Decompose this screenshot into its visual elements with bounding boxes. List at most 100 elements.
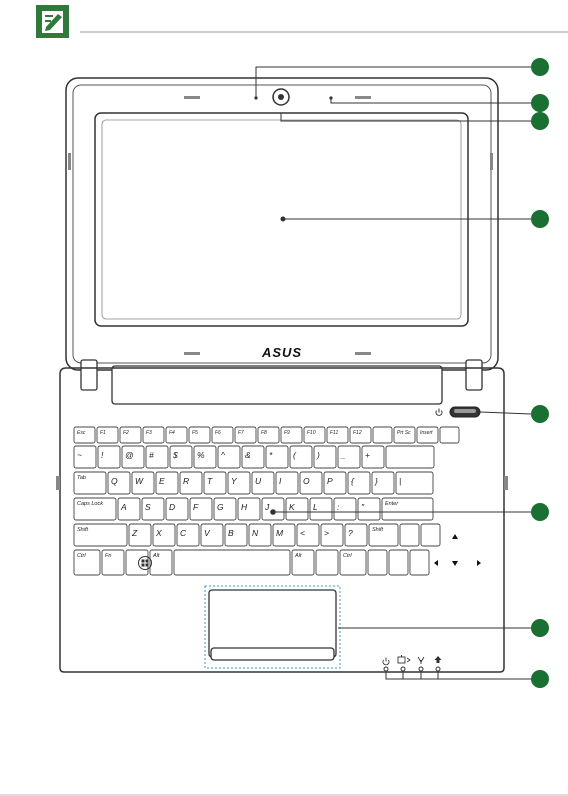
key-blank[interactable]	[368, 550, 387, 575]
key-v[interactable]: V	[201, 524, 223, 546]
key-blank[interactable]: !	[98, 446, 120, 468]
key-blank[interactable]	[126, 550, 148, 575]
key-q[interactable]: Q	[108, 472, 130, 494]
key-x[interactable]: X	[153, 524, 175, 546]
key-label: >	[324, 528, 329, 538]
key-label: H	[241, 502, 248, 512]
key-shift[interactable]: Shift	[74, 524, 127, 546]
key-l[interactable]: L	[310, 498, 332, 520]
key-f3[interactable]: F3	[143, 427, 164, 443]
key-p[interactable]: P	[324, 472, 346, 494]
key-insert[interactable]: Insert	[417, 427, 438, 443]
status-indicators	[383, 655, 441, 671]
key-d[interactable]: D	[166, 498, 188, 520]
key-blank[interactable]	[174, 550, 290, 575]
key-label: B	[228, 528, 234, 538]
key-blank[interactable]: ?	[345, 524, 367, 546]
key-f2[interactable]: F2	[120, 427, 141, 443]
key-label: N	[252, 528, 259, 538]
key-f7[interactable]: F7	[235, 427, 256, 443]
key-i[interactable]: I	[276, 472, 298, 494]
key-blank[interactable]	[400, 524, 419, 546]
key-label: )	[316, 450, 320, 460]
key-blank[interactable]: "	[358, 498, 380, 520]
key-c[interactable]: C	[177, 524, 199, 546]
key-label: F11	[330, 430, 338, 436]
touchpad-button[interactable]	[211, 648, 334, 660]
key-j[interactable]: J	[262, 498, 284, 520]
key-z[interactable]: Z	[129, 524, 151, 546]
key-e[interactable]: E	[156, 472, 178, 494]
key-a[interactable]: A	[118, 498, 140, 520]
key-f4[interactable]: F4	[166, 427, 187, 443]
key-ctrl[interactable]: Ctrl	[74, 550, 100, 575]
key-blank[interactable]: #	[146, 446, 168, 468]
key-shift[interactable]: Shift	[369, 524, 398, 546]
key-label: |	[399, 476, 401, 486]
key-label: Caps Lock	[77, 501, 103, 507]
key-blank[interactable]: |	[396, 472, 433, 494]
key-m[interactable]: M	[273, 524, 295, 546]
key-blank[interactable]	[386, 446, 434, 468]
key-prt-sc[interactable]: Prt Sc	[394, 427, 415, 443]
key-blank[interactable]: %	[194, 446, 216, 468]
key-ctrl[interactable]: Ctrl	[340, 550, 366, 575]
power-button[interactable]	[450, 407, 480, 417]
key-alt[interactable]: Alt	[292, 550, 314, 575]
key-f1[interactable]: F1	[97, 427, 118, 443]
key-tab[interactable]: Tab	[74, 472, 106, 494]
key-label: <	[300, 528, 305, 538]
key-y[interactable]: Y	[228, 472, 250, 494]
key-blank[interactable]: ~	[74, 446, 96, 468]
key-g[interactable]: G	[214, 498, 236, 520]
key-blank[interactable]: ^	[218, 446, 240, 468]
key-blank[interactable]	[410, 550, 429, 575]
key-blank[interactable]: (	[290, 446, 312, 468]
key-b[interactable]: B	[225, 524, 247, 546]
key-blank[interactable]: _	[338, 446, 360, 468]
key-u[interactable]: U	[252, 472, 274, 494]
key-f10[interactable]: F10	[304, 427, 325, 443]
key-f5[interactable]: F5	[189, 427, 210, 443]
key-w[interactable]: W	[132, 472, 154, 494]
key-h[interactable]: H	[238, 498, 260, 520]
key-caps-lock[interactable]: Caps Lock	[74, 498, 116, 520]
key-blank[interactable]: +	[362, 446, 384, 468]
touchpad[interactable]	[209, 590, 336, 657]
callout-badge-1	[531, 58, 549, 76]
key-f6[interactable]: F6	[212, 427, 233, 443]
key-label: S	[145, 502, 151, 512]
key-blank[interactable]	[373, 427, 392, 443]
key-f12[interactable]: F12	[350, 427, 371, 443]
key-f11[interactable]: F11	[327, 427, 348, 443]
key-fn[interactable]: Fn	[102, 550, 124, 575]
key-blank[interactable]	[389, 550, 408, 575]
arrow-right-icon	[477, 560, 481, 566]
key-blank[interactable]: {	[348, 472, 370, 494]
key-f[interactable]: F	[190, 498, 212, 520]
key-enter[interactable]: Enter	[382, 498, 433, 520]
key-blank[interactable]	[421, 524, 440, 546]
key-blank[interactable]: >	[321, 524, 343, 546]
key-blank[interactable]: )	[314, 446, 336, 468]
key-f9[interactable]: F9	[281, 427, 302, 443]
key-blank[interactable]: *	[266, 446, 288, 468]
key-k[interactable]: K	[286, 498, 308, 520]
key-s[interactable]: S	[142, 498, 164, 520]
key-alt[interactable]: Alt	[150, 550, 172, 575]
key-label: F12	[353, 430, 362, 436]
key-esc[interactable]: Esc	[74, 427, 95, 443]
key-blank[interactable]: @	[122, 446, 144, 468]
key-blank[interactable]: &	[242, 446, 264, 468]
key-blank[interactable]	[440, 427, 459, 443]
key-blank[interactable]: <	[297, 524, 319, 546]
key-n[interactable]: N	[249, 524, 271, 546]
key-o[interactable]: O	[300, 472, 322, 494]
key-blank[interactable]: :	[334, 498, 356, 520]
key-t[interactable]: T	[204, 472, 226, 494]
key-f8[interactable]: F8	[258, 427, 279, 443]
key-blank[interactable]: $	[170, 446, 192, 468]
key-blank[interactable]: }	[372, 472, 394, 494]
key-r[interactable]: R	[180, 472, 202, 494]
key-blank[interactable]	[316, 550, 338, 575]
